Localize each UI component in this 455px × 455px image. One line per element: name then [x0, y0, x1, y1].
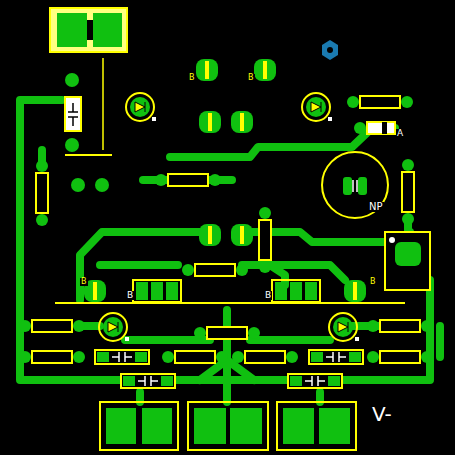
pin-label: B	[247, 74, 255, 82]
connector-bottom	[100, 402, 356, 450]
capacitors	[95, 350, 363, 388]
net-label: V-	[371, 404, 393, 424]
resistors	[19, 96, 433, 363]
pin-label: B	[188, 74, 196, 82]
connector-top	[50, 8, 127, 52]
pin-label: NP	[368, 202, 384, 212]
pin-label: B	[126, 291, 134, 300]
leds	[99, 93, 359, 341]
pin-label: B	[264, 291, 272, 300]
pin-label: A	[396, 129, 404, 138]
copper-traces	[20, 100, 440, 402]
pin-label: B	[369, 278, 377, 286]
pin-label: B	[80, 278, 88, 286]
